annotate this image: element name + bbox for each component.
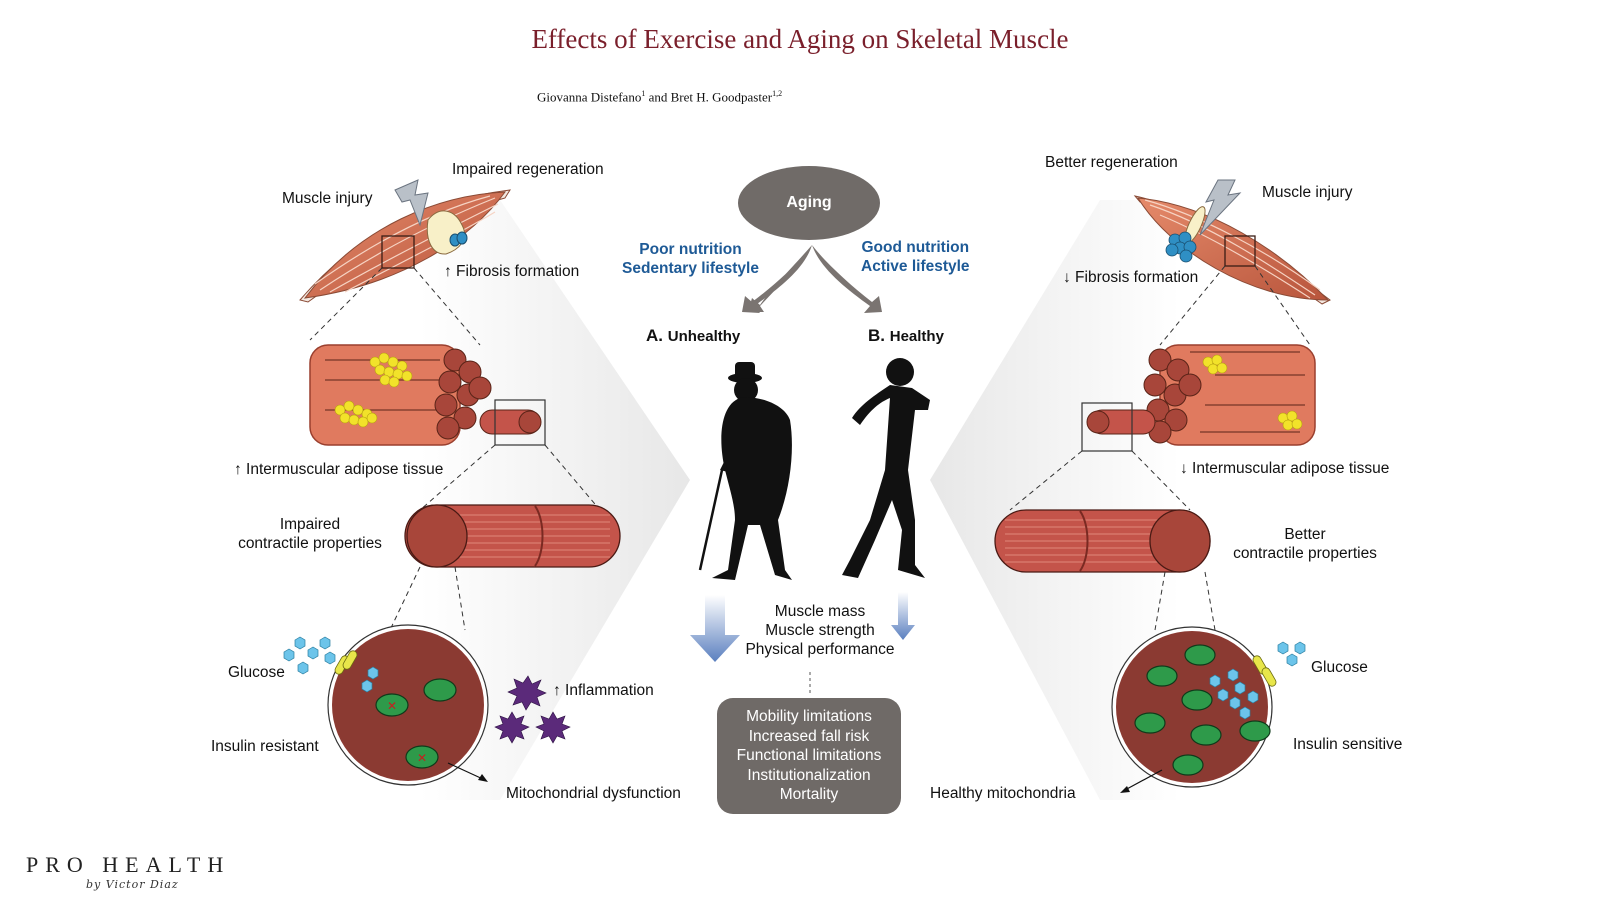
right-muscle-fiber xyxy=(994,509,1216,631)
healthy-factors: Good nutrition Active lifestyle xyxy=(861,238,970,276)
aging-node: Aging xyxy=(738,166,880,240)
svg-text:✕: ✕ xyxy=(387,699,397,713)
outcome-functional: Functional limitations xyxy=(736,747,882,765)
brand-byline: by Victor Diaz xyxy=(86,878,179,891)
right-label-glucose: Glucose xyxy=(1311,659,1368,676)
right-label-regeneration: Better regeneration xyxy=(1045,154,1178,171)
factor-active-lifestyle: Active lifestyle xyxy=(861,258,970,275)
right-glucose-icons xyxy=(1209,641,1306,720)
outcomes-box: Mobility limitations Increased fall risk… xyxy=(717,698,901,814)
left-label-fibrosis: ↑ Fibrosis formation xyxy=(444,263,580,280)
measure-muscle-strength: Muscle strength xyxy=(765,622,875,639)
right-zoom-wedge xyxy=(930,200,1180,800)
right-label-injury: Muscle injury xyxy=(1262,184,1353,201)
author-joiner: and xyxy=(645,89,671,105)
right-label-fibrosis: ↓ Fibrosis formation xyxy=(1063,269,1199,286)
right-adipose-cluster-2 xyxy=(1277,410,1303,431)
factor-sedentary-lifestyle: Sedentary lifestyle xyxy=(622,260,759,277)
left-label-insulin: Insulin resistant xyxy=(211,738,319,755)
left-whole-muscle xyxy=(299,179,511,346)
author-2-affiliation: 1,2 xyxy=(772,89,783,98)
left-contractile-line-2: contractile properties xyxy=(238,535,382,552)
left-muscle-cell: ✕ ✕ xyxy=(283,624,571,786)
right-contractile-line-1: Better xyxy=(1284,526,1326,543)
large-decline-arrow xyxy=(690,595,740,662)
left-label-regeneration: Impaired regeneration xyxy=(452,161,604,178)
svg-text:✕: ✕ xyxy=(417,751,427,765)
label-b-text: Healthy xyxy=(889,328,944,345)
label-healthy: B. Healthy xyxy=(868,326,944,346)
left-zoom-wedge xyxy=(420,200,690,800)
factor-poor-nutrition: Poor nutrition xyxy=(639,241,742,258)
right-contractile-line-2: contractile properties xyxy=(1233,545,1377,562)
muscle-measures: Muscle mass Muscle strength Physical per… xyxy=(735,602,905,659)
right-muscle-bundle xyxy=(1009,344,1316,511)
label-a-text: Unhealthy xyxy=(667,328,741,345)
left-muscle-fiber xyxy=(389,504,621,631)
right-label-insulin: Insulin sensitive xyxy=(1293,736,1403,753)
author-1-affiliation: 1 xyxy=(641,89,646,98)
right-whole-muscle xyxy=(1133,179,1331,346)
authors: Giovanna Distefano1 and Bret H. Goodpast… xyxy=(537,89,782,105)
outcome-mortality: Mortality xyxy=(779,786,839,804)
left-label-injury: Muscle injury xyxy=(282,190,373,207)
factor-good-nutrition: Good nutrition xyxy=(861,239,970,256)
unhealthy-person-silhouette xyxy=(698,362,792,580)
right-adipose-cluster-1 xyxy=(1202,354,1228,375)
outcome-fall-risk: Increased fall risk xyxy=(748,727,870,745)
left-label-inflammation: ↑ Inflammation xyxy=(553,682,654,699)
outcome-mobility: Mobility limitations xyxy=(746,708,872,726)
left-adipose-cluster-2 xyxy=(334,400,378,428)
label-b-letter: B. xyxy=(868,326,885,345)
left-glucose-icons xyxy=(283,636,379,693)
right-label-mito: Healthy mitochondria xyxy=(930,785,1076,802)
small-decline-arrow xyxy=(891,592,915,640)
label-a-letter: A. xyxy=(646,326,663,345)
left-label-mito: Mitochondrial dysfunction xyxy=(506,785,681,802)
measure-muscle-mass: Muscle mass xyxy=(774,603,866,620)
right-label-adipose: ↓ Intermuscular adipose tissue xyxy=(1180,460,1390,477)
author-1: Giovanna Distefano xyxy=(537,89,642,105)
author-2: Bret H. Goodpaster xyxy=(670,89,773,105)
inflammation-icons xyxy=(494,675,571,744)
left-adipose-cluster-1 xyxy=(369,352,413,388)
decline-arrows xyxy=(690,592,915,662)
label-unhealthy: A. Unhealthy xyxy=(646,326,740,346)
brand-logo: PRO HEALTH xyxy=(26,852,231,877)
measure-physical-performance: Physical performance xyxy=(745,641,895,658)
right-muscle-cell xyxy=(1111,626,1306,793)
page-title: Effects of Exercise and Aging on Skeleta… xyxy=(531,24,1069,54)
right-label-contractile: Better contractile properties xyxy=(1225,525,1385,563)
left-label-contractile: Impaired contractile properties xyxy=(230,515,390,553)
healthy-person-silhouette xyxy=(842,358,930,578)
left-label-glucose: Glucose xyxy=(228,664,285,681)
left-label-adipose: ↑ Intermuscular adipose tissue xyxy=(234,461,444,478)
left-muscle-bundle xyxy=(309,344,601,511)
outcome-institutionalization: Institutionalization xyxy=(747,766,871,784)
unhealthy-factors: Poor nutrition Sedentary lifestyle xyxy=(622,240,759,278)
aging-branch-arrows xyxy=(742,245,882,313)
left-contractile-line-1: Impaired xyxy=(279,516,341,533)
